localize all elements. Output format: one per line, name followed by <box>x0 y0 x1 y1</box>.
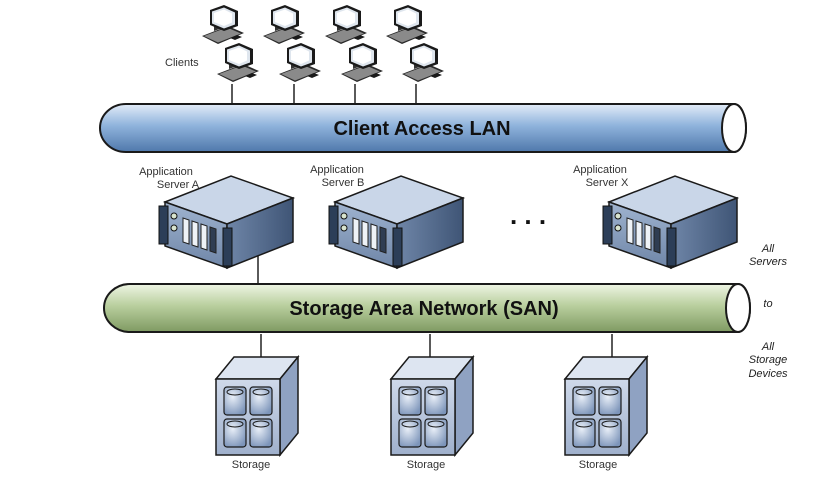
application-server-b-icon <box>328 175 464 269</box>
side-note-line3: to <box>763 298 772 310</box>
client-computer-icon <box>263 5 305 44</box>
side-note-line6: Devices <box>748 368 788 380</box>
server-x-label-line2: Server X <box>586 177 629 189</box>
side-note-line4: All <box>761 341 775 353</box>
client-computer-icon <box>202 5 244 44</box>
client-computer-icon <box>279 43 321 82</box>
storage-device-icon <box>390 356 474 456</box>
san-label: Storage Area Network (SAN) <box>289 298 558 320</box>
application-server-x-icon <box>602 175 738 269</box>
client-computer-icon <box>217 43 259 82</box>
side-note-line2: Servers <box>749 256 787 268</box>
server-labels: Application Server A Application Server … <box>139 164 629 191</box>
server-b-label-line1: Application <box>310 164 364 176</box>
storage-device-icon <box>215 356 299 456</box>
storage-label: Storage <box>407 459 446 471</box>
lan-label: Client Access LAN <box>333 118 510 140</box>
client-computer-icon <box>325 5 367 44</box>
client-access-lan-pipe: Client Access LAN <box>99 103 747 153</box>
server-x-label-line1: Application <box>573 164 627 176</box>
clients-label: Clients <box>165 57 199 69</box>
side-note-line1: All <box>761 243 775 255</box>
storage-label: Storage <box>232 459 271 471</box>
storage-device-icon <box>564 356 648 456</box>
client-computer-icon <box>386 5 428 44</box>
server-a-label-line2: Server A <box>157 179 200 191</box>
connector-lines <box>231 84 613 358</box>
side-note-line5: Storage <box>749 354 788 366</box>
storage-labels: Storage Storage Storage <box>232 459 618 471</box>
storage-label: Storage <box>579 459 618 471</box>
clients-group: Clients <box>165 5 444 82</box>
client-computer-icon <box>341 43 383 82</box>
storage-area-network-pipe: Storage Area Network (SAN) <box>103 283 751 333</box>
server-b-label-line2: Server B <box>322 177 365 189</box>
side-note: All Servers to All Storage Devices <box>748 243 788 380</box>
more-servers-ellipsis: . . . <box>510 200 546 230</box>
client-computer-icon <box>402 43 444 82</box>
server-a-label-line1: Application <box>139 166 193 178</box>
